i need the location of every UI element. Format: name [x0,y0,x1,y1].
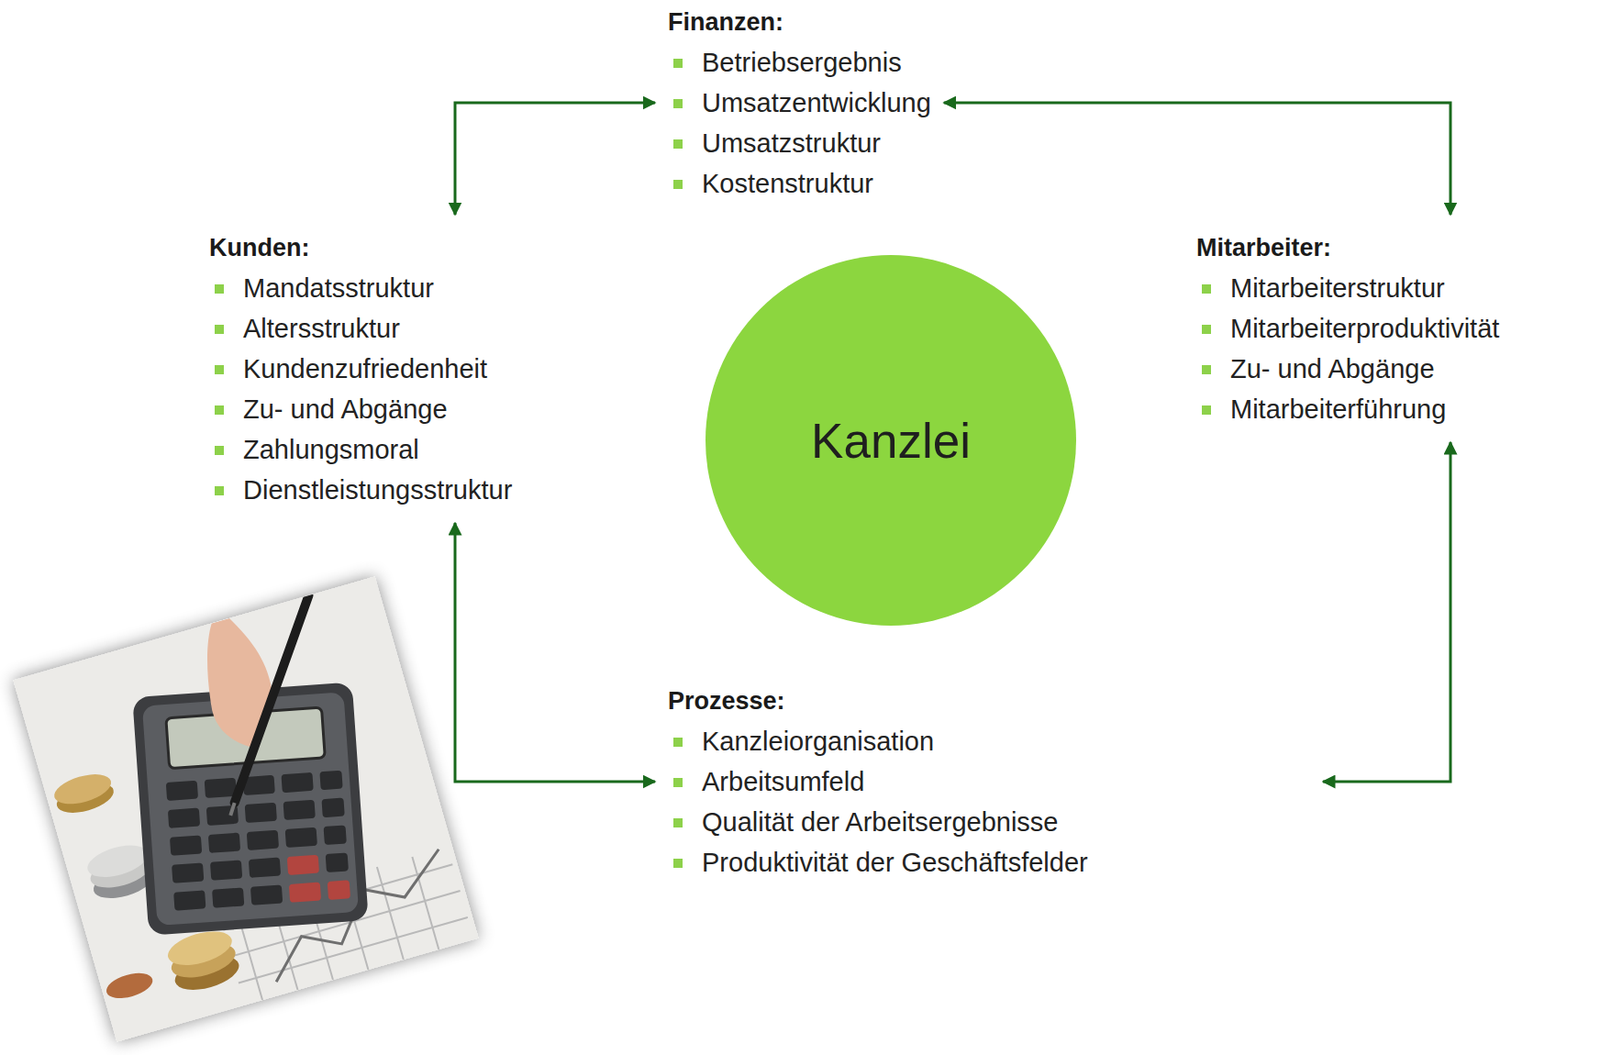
bullet-item: Arbeitsumfeld [667,761,1311,802]
bullet-item: Betriebsergebnis [667,42,932,83]
bullet-square [673,179,683,189]
bullet-square [1201,405,1212,415]
bullet-item: Dienstleistungsstruktur [209,469,512,511]
bullet-square [673,139,683,149]
topic-group: Finanzen: BetriebsergebnisUmsatzentwicklu… [667,1,932,204]
bullet-text: Zu- und Abgänge [243,394,448,424]
bullet-item: Zu- und Abgänge [1196,348,1500,389]
bullet-square [673,858,683,868]
photo-frame [12,576,478,1042]
circle-label: Kanzlei [811,412,971,469]
group-heading: Mitarbeiter: [1196,227,1500,268]
bullet-item: Mandatsstruktur [209,267,512,309]
bullet-item: Mitarbeiterführung [1196,388,1500,430]
bullet-square [673,777,683,788]
bullet-text: Kundenzufriedenheit [243,354,488,384]
bullet-item: Mitarbeiterproduktivität [1196,308,1500,349]
bullet-text: Kanzleiorganisation [701,726,934,756]
bullet-item: Kostenstruktur [667,163,932,204]
bullet-text: Arbeitsumfeld [701,766,865,797]
bullet-text: Mandatsstruktur [243,273,434,303]
connector-arrow [455,102,656,215]
bullet-item: Altersstruktur [209,308,512,349]
bullet-square [1201,284,1212,294]
bullet-item: Qualität der Arbeitsergebnisse [667,801,1311,843]
bullet-item: Zu- und Abgänge [209,388,512,430]
bullet-square [1201,324,1212,334]
connector-arrow [1322,442,1451,782]
bullet-text: Zu- und Abgänge [1230,354,1435,384]
bullet-square [214,284,224,294]
bullet-square [1201,365,1212,375]
bullet-text: Altersstruktur [243,313,400,344]
bullet-text: Dienstleistungsstruktur [243,475,512,505]
bullet-text: Umsatzentwicklung [701,88,932,118]
topic-group: Mitarbeiter: MitarbeiterstrukturMitarbeit… [1196,227,1500,430]
bullet-text: Betriebsergebnis [701,47,902,78]
bullet-item: Umsatzstruktur [667,122,932,164]
bullet-square [673,737,683,747]
bullet-item: Kundenzufriedenheit [209,348,512,389]
bullet-square [214,365,224,375]
group-heading: Prozesse: [667,680,1311,722]
bullet-text: Mitarbeiterstruktur [1230,273,1445,303]
bullet-square [214,445,224,456]
bullet-text: Kostenstruktur [701,168,874,199]
connector-arrow [944,102,1451,215]
bullet-item: Kanzleiorganisation [667,721,1311,762]
bullet-text: Produktivität der Geschäftsfelder [701,847,1089,878]
connector-arrow [455,522,656,782]
bullet-square [673,99,683,109]
group-heading: Finanzen: [667,1,932,43]
bullet-square [214,486,224,496]
bullet-text: Mitarbeiterproduktivität [1230,313,1500,344]
topic-group: Kunden: MandatsstrukturAltersstrukturKund… [209,227,512,511]
topic-group: Prozesse: KanzleiorganisationArbeitsumfel… [667,680,1311,883]
bullet-square [673,58,683,68]
bullet-square [214,405,224,415]
bullet-square [214,324,224,334]
group-heading: Kunden: [209,227,512,268]
bullet-text: Umsatzstruktur [701,128,881,158]
bullet-item: Zahlungsmoral [209,429,512,470]
bullet-square [673,818,683,828]
bullet-text: Qualität der Arbeitsergebnisse [701,807,1059,837]
bullet-item: Mitarbeiterstruktur [1196,267,1500,309]
bullet-text: Zahlungsmoral [243,434,420,465]
bullet-item: Produktivität der Geschäftsfelder [667,842,1311,883]
bullet-text: Mitarbeiterführung [1230,394,1446,424]
center-circle: Kanzlei [705,255,1077,626]
bullet-item: Umsatzentwicklung [667,82,932,123]
